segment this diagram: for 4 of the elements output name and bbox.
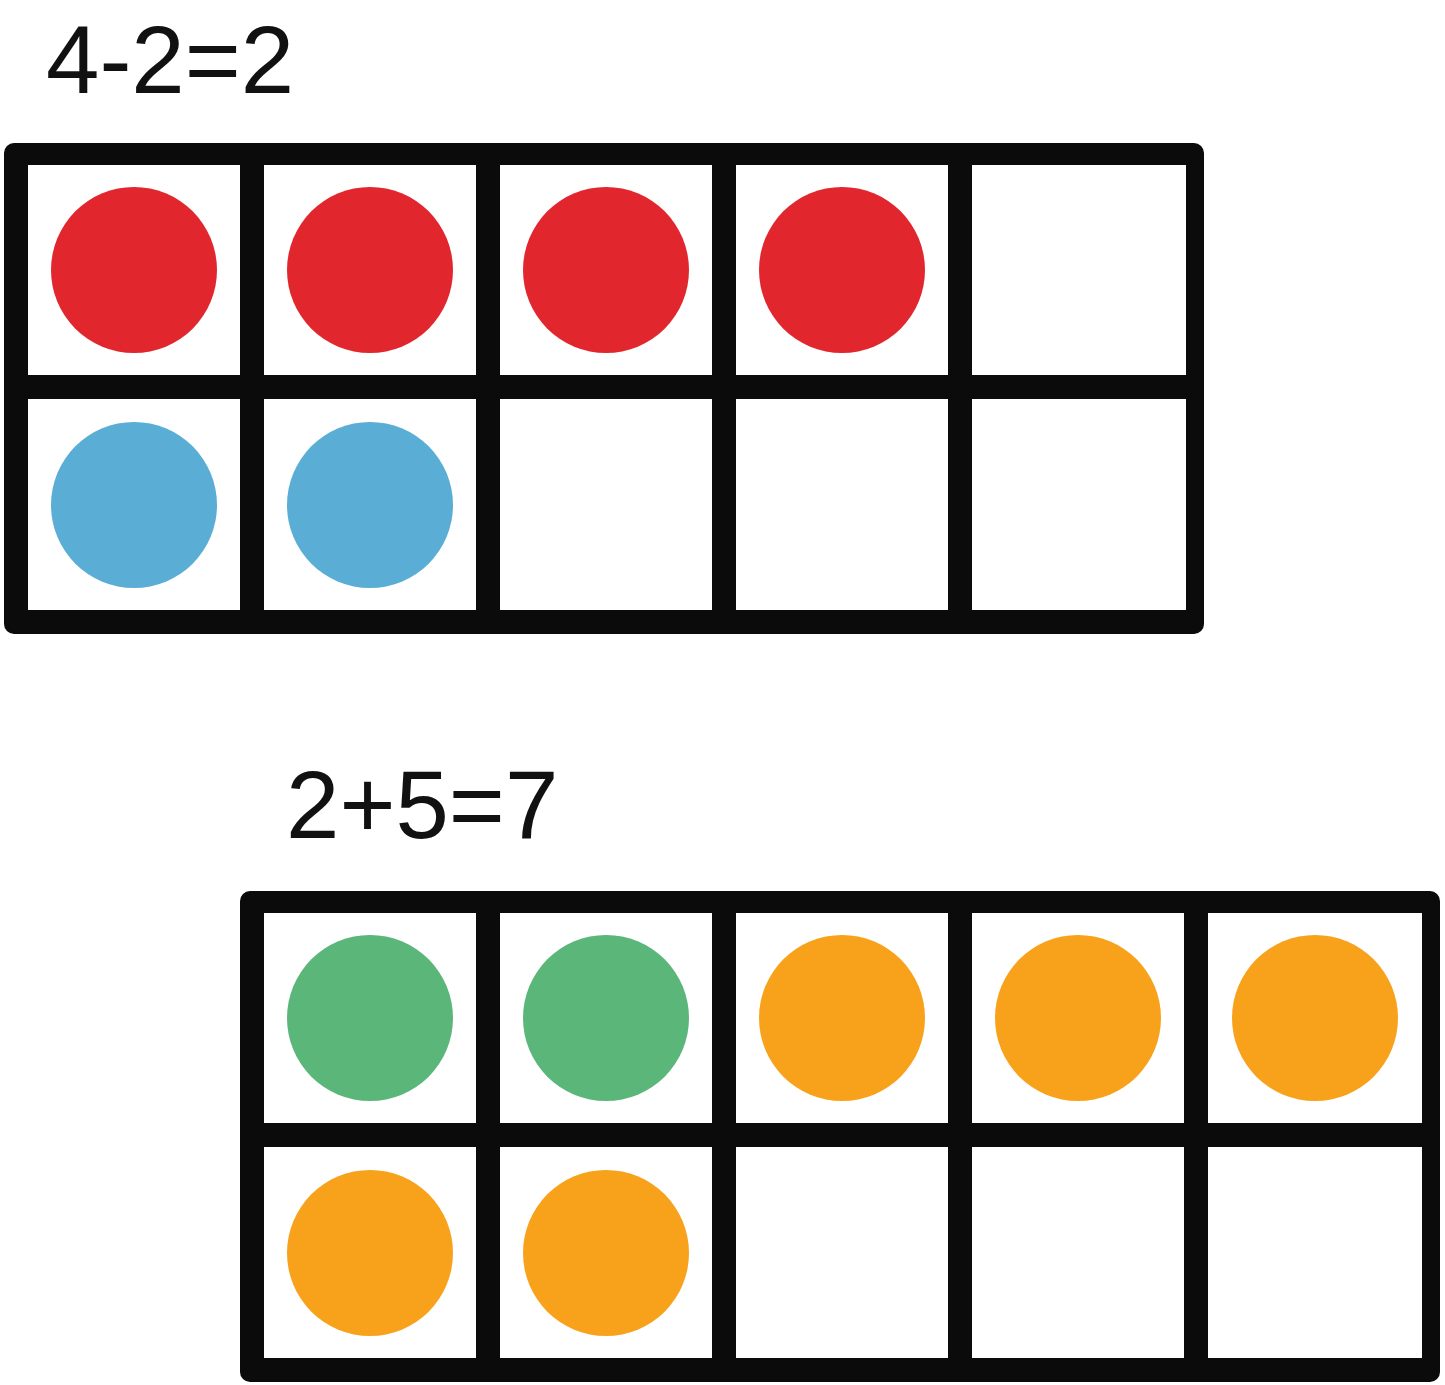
equation: 2+5=7 [286,757,559,853]
ten-frame [4,143,1204,634]
ten-frame [240,891,1440,1382]
equation: 4-2=2 [46,12,295,108]
